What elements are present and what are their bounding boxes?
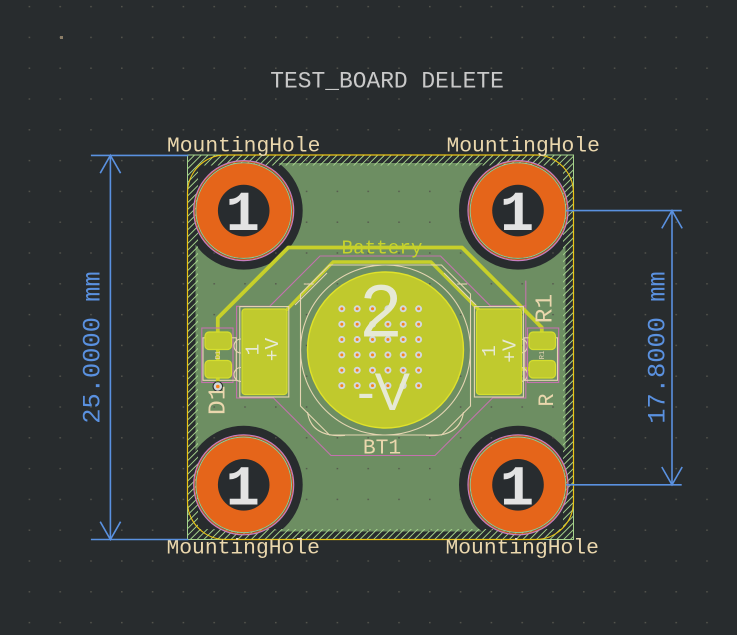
svg-text:BT1: BT1 — [363, 437, 401, 461]
svg-text:MountingHole: MountingHole — [167, 536, 320, 560]
svg-text:D1: D1 — [206, 386, 233, 415]
svg-text:Battery: Battery — [342, 237, 423, 259]
svg-text:2: 2 — [360, 270, 401, 353]
svg-text:+V: +V — [262, 338, 284, 362]
svg-text:R1: R1 — [539, 351, 547, 359]
svg-text:TEST_BOARD DELETE: TEST_BOARD DELETE — [270, 68, 504, 94]
svg-text:+V: +V — [500, 339, 522, 363]
svg-text:MountingHole: MountingHole — [167, 134, 320, 158]
svg-text:MountingHole: MountingHole — [447, 134, 600, 158]
svg-text:1: 1 — [243, 344, 265, 356]
svg-text:D1: D1 — [215, 351, 223, 359]
svg-text:-V: -V — [357, 363, 411, 422]
svg-text:MountingHole: MountingHole — [446, 536, 599, 560]
svg-text:R1: R1 — [533, 294, 560, 323]
svg-text:R: R — [535, 393, 560, 406]
svg-text:1: 1 — [226, 458, 260, 522]
svg-text:1: 1 — [226, 184, 260, 248]
svg-text:1: 1 — [479, 345, 501, 357]
svg-text:25.0000 mm: 25.0000 mm — [79, 271, 108, 423]
svg-text:1: 1 — [500, 458, 534, 522]
svg-text:1: 1 — [500, 184, 534, 248]
svg-text:17.8000 mm: 17.8000 mm — [643, 271, 672, 423]
